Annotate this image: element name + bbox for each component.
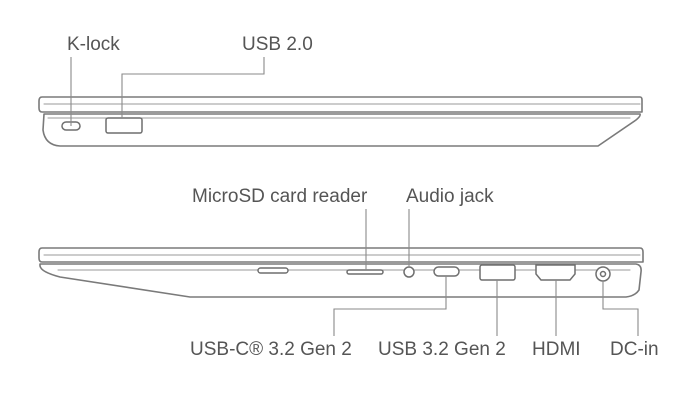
microsd-label: MicroSD card reader xyxy=(192,186,368,207)
audio-jack-port xyxy=(403,266,415,278)
hdmi-label: HDMI xyxy=(532,339,581,360)
usb-2-0-leader xyxy=(121,57,265,118)
dc-in-port-pin xyxy=(599,270,607,278)
usb-c-port xyxy=(433,266,460,277)
usb-2-0-port xyxy=(105,117,143,134)
dc-in-leader xyxy=(602,281,639,336)
usb-c-label: USB-C® 3.2 Gen 2 xyxy=(190,339,352,360)
base-outline-2 xyxy=(39,263,642,298)
usb-3-2-port xyxy=(479,264,516,281)
k-lock-label: K-lock xyxy=(67,34,120,55)
base-outline xyxy=(42,113,641,147)
hdmi-port xyxy=(535,264,576,281)
laptop-right-side-view xyxy=(38,209,644,336)
audio-jack-label: Audio jack xyxy=(406,186,494,207)
microsd-slot xyxy=(346,269,384,275)
usb-2-0-label: USB 2.0 xyxy=(242,34,313,55)
usb-c-leader xyxy=(333,276,447,336)
lid-outline xyxy=(38,96,643,113)
dc-in-label: DC-in xyxy=(610,339,659,360)
usb-3-2-label: USB 3.2 Gen 2 xyxy=(378,339,506,360)
vent-slot xyxy=(257,267,289,274)
laptop-left-side-view xyxy=(38,57,643,147)
lid-outline-2 xyxy=(38,247,644,263)
